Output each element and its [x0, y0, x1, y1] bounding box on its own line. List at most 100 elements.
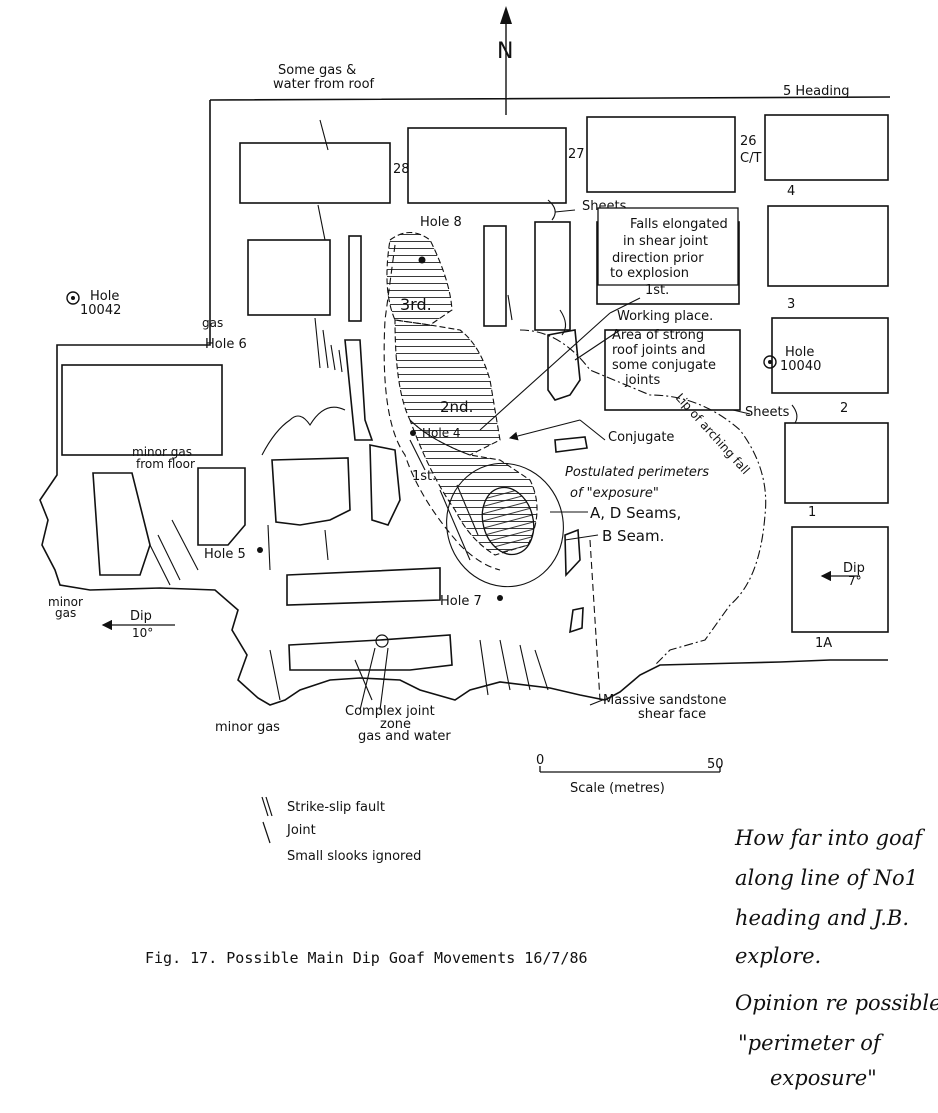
- hole8-label: Hole 8: [420, 215, 462, 230]
- legend-slooks: Small slooks ignored: [287, 849, 421, 864]
- pillar: [247, 239, 331, 316]
- hole10042-marker: [66, 291, 80, 305]
- pillar: [286, 567, 441, 606]
- joint-icon: [262, 821, 271, 844]
- falls-note-line: Falls elongated: [630, 217, 728, 232]
- complex-zone-marker: [375, 634, 389, 648]
- hole8-marker: [418, 256, 426, 264]
- second-fall-label: 2nd.: [440, 398, 473, 416]
- scale-label: Scale (metres): [570, 781, 665, 796]
- pillar: [534, 221, 571, 331]
- pillar: [564, 528, 581, 577]
- pillar: [586, 116, 736, 193]
- boreholes: [66, 256, 777, 648]
- scale-start: 0: [536, 753, 544, 768]
- hole5-label: Hole 5: [204, 547, 246, 562]
- pillar: [271, 457, 351, 526]
- sheets-edge-right: [791, 404, 798, 424]
- handwritten-line: explore.: [735, 944, 821, 968]
- minor-gas-bottom-label: minor gas: [215, 720, 280, 735]
- ad-seams-perimeter: [446, 462, 564, 588]
- massive-sandstone-label: Massive sandstone: [603, 693, 726, 708]
- pillar: [197, 467, 246, 546]
- pillar: [771, 317, 889, 394]
- sheets-right-label: Sheets: [745, 405, 790, 420]
- handwritten-line: along line of No1: [735, 866, 918, 890]
- gas-water-roof-label-2: water from roof: [273, 77, 375, 92]
- lip-of-arching-fall-line: [519, 329, 767, 666]
- pillar: [344, 339, 374, 441]
- complex-joint-label: Complex joint: [345, 704, 435, 719]
- cutthrough-28-label: 28: [393, 162, 410, 177]
- heading-5-label: 5 Heading: [783, 84, 850, 99]
- minor-gas-left-label-2: gas: [55, 606, 76, 620]
- roof-joints-note-box: Area of strong roof joints and some conj…: [612, 328, 716, 388]
- conjugate-label: Conjugate: [608, 430, 674, 445]
- complex-joint-label-3: gas and water: [358, 729, 451, 744]
- minor-gas-floor-label-2: from floor: [136, 457, 195, 471]
- scale-end: 50: [707, 757, 724, 772]
- hole10042-label: Hole: [90, 289, 119, 304]
- handwritten-line: "perimeter of: [738, 1031, 884, 1055]
- fall-edge: [261, 406, 346, 456]
- pillar: [784, 422, 889, 504]
- pillar: [239, 142, 391, 204]
- pillar: [483, 225, 507, 327]
- pillar: [554, 436, 588, 453]
- pillar: [348, 235, 362, 322]
- roof-joints-note-line: joints: [624, 373, 661, 388]
- postulated-perimeters-label-2: of "exposure": [570, 486, 659, 501]
- heading-3-label: 3: [787, 297, 795, 312]
- sheets-edge-top: [547, 199, 556, 221]
- working-place-label: Working place.: [617, 309, 713, 324]
- leader-lines: [359, 209, 751, 711]
- handwritten-line: heading and J.B.: [735, 906, 909, 930]
- north-arrow-icon: N: [497, 6, 513, 115]
- heading-4-label: 4: [787, 184, 795, 199]
- legend: Strike-slip fault Joint Small slooks ign…: [261, 796, 421, 864]
- handwritten-line: Opinion re possible: [735, 991, 938, 1015]
- mine-boundary-outline: [39, 96, 891, 706]
- roof-joints-note-line: Area of strong: [612, 328, 704, 343]
- hole5-marker: [257, 547, 263, 553]
- cutthrough-26-label: 26: [740, 134, 757, 149]
- legend-joint: Joint: [286, 823, 316, 838]
- hole4-label: Hole 4: [422, 426, 461, 440]
- roof-joints-note-line: roof joints and: [612, 343, 706, 358]
- pillar: [569, 607, 584, 634]
- gas-water-roof-label: Some gas &: [278, 63, 356, 78]
- strike-slip-fault-icon: [261, 796, 273, 817]
- handwritten-note: How far into goaf along line of No1 head…: [734, 826, 938, 1090]
- heading-1a-label: 1A: [815, 636, 832, 651]
- dip-left-value: 10°: [132, 626, 153, 640]
- dip-right-value: 7°: [848, 574, 862, 588]
- gas-label: gas: [202, 316, 223, 330]
- handwritten-line: How far into goaf: [734, 826, 925, 850]
- third-fall-area: [386, 231, 453, 326]
- north-label: N: [497, 39, 513, 64]
- b-seam-label: B Seam.: [602, 527, 664, 545]
- postulated-perimeters-label: Postulated perimeters: [565, 465, 709, 480]
- hole7-marker: [497, 595, 503, 601]
- pillar: [92, 472, 151, 576]
- b-seam-perimeter: [481, 486, 535, 556]
- pillar: [764, 114, 889, 181]
- cutthrough-27-label: 27: [568, 147, 585, 162]
- minor-gas-floor-label: minor gas: [132, 445, 192, 459]
- scale-bar: 0 50 Scale (metres): [536, 753, 724, 796]
- figure-caption: Fig. 17. Possible Main Dip Goaf Movement…: [145, 949, 588, 967]
- hole6-label: Hole 6: [205, 337, 247, 352]
- third-fall-label: 3rd.: [400, 295, 432, 314]
- handwritten-line: exposure": [770, 1066, 877, 1090]
- pillar: [61, 364, 223, 456]
- hole4-marker: [410, 430, 416, 436]
- heading-2-label: 2: [840, 401, 848, 416]
- pillar: [791, 526, 889, 633]
- pillar: [288, 634, 453, 671]
- first-fall-low-label: 1st.: [412, 469, 436, 484]
- dip-right-label: Dip: [843, 561, 865, 576]
- falls-note-line: direction prior: [612, 251, 704, 266]
- pillar: [407, 127, 567, 204]
- exposure-perimeters: [446, 462, 564, 588]
